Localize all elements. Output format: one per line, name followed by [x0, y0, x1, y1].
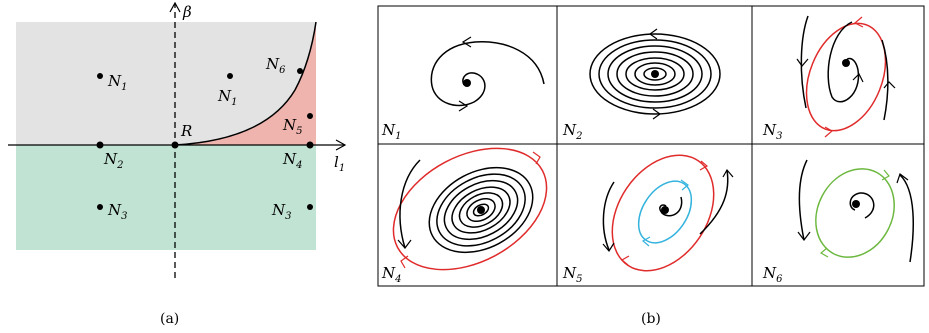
arrow-N4-red-bottom	[400, 255, 409, 269]
cycle-N4-3	[443, 179, 519, 241]
arrow-N5-blue-bottom	[641, 236, 651, 247]
arrow-N2-bottom	[652, 108, 662, 120]
cell-N3: N3	[762, 15, 896, 142]
point-N6: N6	[265, 55, 303, 76]
cell-label-N3: N3	[762, 121, 783, 142]
cell-N4: N4	[381, 147, 548, 285]
cycle-N2-1	[589, 33, 721, 115]
equilibrium-N2	[651, 70, 659, 78]
arrow-N5-right	[722, 168, 734, 178]
cycle-N2-5	[625, 57, 685, 91]
equilibrium-N5	[661, 206, 669, 214]
arrow-N3-left	[796, 58, 809, 67]
arrow-N1-bottom	[458, 100, 469, 112]
arrow-N1-top	[461, 36, 472, 48]
orbit-N6-inner	[849, 192, 875, 219]
cell-label-N4: N4	[381, 264, 402, 285]
point-N3-right: N3	[271, 201, 313, 222]
arrow-N6-left	[797, 231, 811, 241]
limit-cycle-N4	[392, 147, 548, 271]
axis-y-label: β	[182, 3, 192, 21]
equilibrium-N6	[852, 200, 860, 208]
cycle-N2-7	[643, 67, 667, 81]
origin-label: R	[180, 122, 192, 140]
axis-x-label: l1	[334, 153, 345, 174]
caption-b: (b)	[641, 311, 661, 327]
cell-N1: N1	[381, 36, 545, 142]
arrow-N3-inner	[852, 72, 864, 83]
arrow-N3-right	[883, 81, 896, 89]
arrow-N5-left	[602, 242, 615, 253]
svg-text:N4: N4	[282, 150, 303, 171]
cycle-N4-7	[472, 203, 490, 217]
equilibrium-N4	[477, 206, 485, 214]
orbit-N5-inner	[659, 196, 683, 217]
region-lower	[16, 145, 316, 250]
cycle-N2-3	[607, 45, 703, 103]
arrow-N5-red-top	[699, 160, 709, 171]
region-wedge	[175, 22, 316, 145]
arrow-N3-red-top	[853, 16, 864, 28]
cell-N2: N2	[562, 28, 721, 142]
equilibrium-N1	[463, 79, 471, 87]
grid-border	[377, 5, 925, 287]
cell-label-N5: N5	[562, 264, 583, 285]
point-N1-right: N1	[217, 73, 238, 108]
svg-text:N3: N3	[107, 201, 128, 222]
arrow-N3-red-bottom	[824, 126, 834, 138]
orbit-N6-left	[798, 159, 808, 241]
cell-label-N6: N6	[762, 264, 783, 285]
arrow-N6-green-bottom	[819, 247, 829, 258]
svg-text:N5: N5	[282, 116, 303, 137]
svg-text:N1: N1	[217, 87, 238, 108]
svg-text:N1: N1	[107, 72, 128, 93]
panel-a: β l1 R N1 N1 N6 N5 N2 N4 N3	[8, 1, 347, 327]
equilibrium-N3	[842, 59, 850, 67]
cycle-N4-6	[466, 197, 496, 223]
caption-a: (a)	[160, 311, 179, 327]
orbit-N4-outer	[399, 159, 421, 249]
cell-label-N2: N2	[562, 121, 583, 142]
limit-cycle-N5-inner	[637, 180, 693, 244]
point-N2: N2	[96, 141, 124, 171]
point-N4: N4	[282, 141, 314, 171]
cycle-N2-2	[598, 39, 712, 109]
orbit-N5-left	[602, 181, 615, 251]
spiral-N1	[430, 41, 545, 107]
orbit-N6-right	[899, 174, 914, 263]
orbit-N3-inner	[827, 21, 860, 103]
orbit-N3-right	[881, 39, 889, 121]
svg-text:N2: N2	[103, 150, 124, 171]
cycle-N2-6	[634, 62, 676, 86]
cycle-N4-1	[428, 166, 534, 254]
cycle-N2-4	[616, 51, 694, 97]
limit-cycle-N6	[815, 168, 895, 258]
arrow-N6-right	[896, 173, 909, 184]
origin-point	[171, 141, 179, 149]
cycle-N4-5	[458, 192, 504, 228]
point-N5: N5	[282, 113, 313, 137]
point-N3-left: N3	[97, 201, 128, 222]
arrow-N6-green-top	[881, 169, 890, 181]
orbit-N5-right	[699, 169, 729, 235]
cell-N6: N6	[762, 159, 914, 285]
arrow-N5-red-bottom	[620, 255, 630, 266]
limit-cycle-N3	[805, 22, 887, 132]
panel-b: N1 N2 N3	[377, 5, 925, 327]
bifurcation-curve	[174, 21, 317, 146]
arrow-N2-top	[648, 28, 658, 40]
arrow-N4-red-top	[532, 151, 541, 165]
point-N1-left: N1	[97, 72, 128, 93]
orbit-N3-left	[800, 15, 809, 109]
svg-text:N3: N3	[271, 201, 292, 222]
arrow-N4-outer	[397, 239, 412, 249]
cycle-N4-4	[451, 186, 511, 234]
cell-label-N1: N1	[381, 121, 402, 142]
svg-text:N6: N6	[265, 55, 286, 76]
arrow-N5-blue-top	[680, 179, 689, 191]
cycle-N4-2	[436, 173, 526, 247]
cell-N5: N5	[562, 154, 734, 285]
